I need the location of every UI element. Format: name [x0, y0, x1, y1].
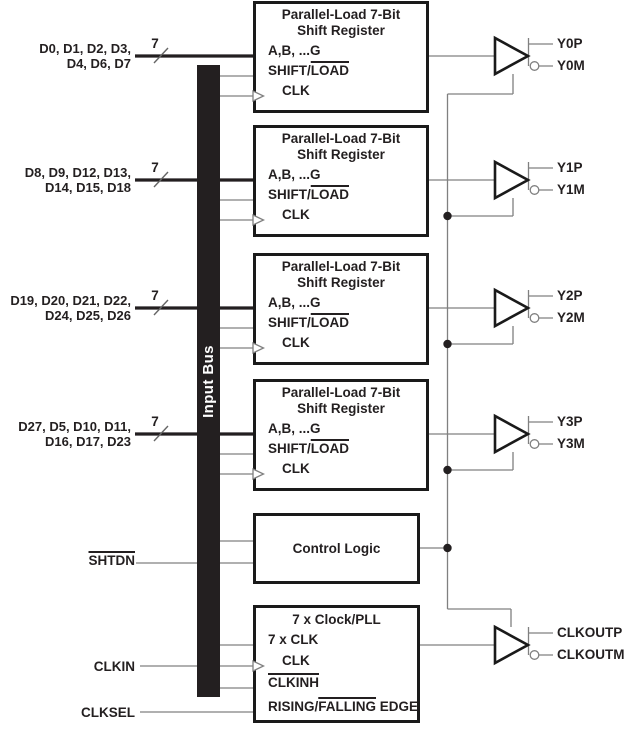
bus-width-marker-1: 7 — [151, 160, 159, 175]
output-label-clkoutp: CLKOUTP — [557, 625, 623, 640]
output-label-y3p: Y3P — [557, 414, 583, 429]
block-title-line1: Parallel-Load 7-Bit — [281, 7, 401, 22]
block-title: Parallel-Load 7-Bit Shift Register — [256, 259, 426, 291]
port-shift-load: SHIFT/LOAD — [268, 63, 349, 78]
load-label-overlined: LOAD — [310, 441, 349, 456]
input-label-line: D16, D17, D23 — [45, 434, 131, 449]
input-label-line: D24, D25, D26 — [45, 308, 131, 323]
port-shift-load: SHIFT/LOAD — [268, 187, 349, 202]
clock-pll-block: 7 x Clock/PLL 7 x CLK CLK CLKINH RISING/… — [253, 605, 420, 723]
shift-label: SHIFT/ — [268, 63, 311, 78]
port-clkinh-overlined: CLKINH — [268, 675, 319, 690]
rising-label: RISING/ — [268, 699, 319, 714]
port-clk: CLK — [282, 461, 310, 476]
block-title-line1: Parallel-Load 7-Bit — [281, 131, 401, 146]
block-title-line2: Shift Register — [297, 275, 385, 290]
port-shift-load: SHIFT/LOAD — [268, 315, 349, 330]
buffer-y2-icon — [493, 287, 531, 329]
bus-width-marker-2: 7 — [151, 288, 159, 303]
clkin-input-label: CLKIN — [93, 659, 135, 674]
edge-label: EDGE — [376, 699, 419, 714]
block-title-line1: Parallel-Load 7-Bit — [281, 385, 401, 400]
enable-rail — [420, 74, 514, 627]
input-label-group-3: D27, D5, D10, D11, D16, D17, D23 — [0, 419, 131, 449]
input-label-line: D19, D20, D21, D22, — [10, 293, 131, 308]
block-title-line2: Shift Register — [297, 401, 385, 416]
block-title: Parallel-Load 7-Bit Shift Register — [256, 131, 426, 163]
input-label-group-0: D0, D1, D2, D3, D4, D6, D7 — [0, 41, 131, 71]
input-bus-label: Input Bus — [200, 344, 218, 418]
output-label-y0m: Y0M — [557, 58, 585, 73]
input-label-group-1: D8, D9, D12, D13, D14, D15, D18 — [0, 165, 131, 195]
input-bus-label-wrap: Input Bus — [197, 65, 220, 697]
port-7xclk: 7 x CLK — [268, 632, 319, 647]
block-title: Parallel-Load 7-Bit Shift Register — [256, 385, 426, 417]
port-clk: CLK — [282, 207, 310, 222]
buffer-input-wires — [420, 55, 495, 646]
shtdn-input-label: SHTDN — [40, 553, 136, 568]
shift-register-block-0: Parallel-Load 7-Bit Shift Register A,B, … — [253, 1, 429, 113]
input-label-line: D0, D1, D2, D3, — [39, 41, 131, 56]
load-label-overlined: LOAD — [310, 63, 349, 78]
port-parallel-data: A,B, ...G — [268, 167, 321, 182]
block-title-line1: Parallel-Load 7-Bit — [281, 259, 401, 274]
port-clk: CLK — [282, 335, 310, 350]
shift-register-block-1: Parallel-Load 7-Bit Shift Register A,B, … — [253, 125, 429, 237]
output-label-y0p: Y0P — [557, 36, 583, 51]
output-label-y1p: Y1P — [557, 160, 583, 175]
control-logic-title: Control Logic — [292, 541, 381, 556]
junction-dots — [443, 211, 452, 553]
port-parallel-data: A,B, ...G — [268, 295, 321, 310]
buffer-clkout-icon — [493, 624, 531, 666]
shtdn-label-overlined: SHTDN — [88, 553, 136, 568]
port-shift-load: SHIFT/LOAD — [268, 441, 349, 456]
output-label-y1m: Y1M — [557, 182, 585, 197]
input-label-line: D14, D15, D18 — [45, 180, 131, 195]
clock-pll-title: 7 x Clock/PLL — [292, 612, 381, 627]
load-label-overlined: LOAD — [310, 187, 349, 202]
block-title: Parallel-Load 7-Bit Shift Register — [256, 7, 426, 39]
parallel-input-wires — [135, 54, 253, 436]
buffer-y3-icon — [493, 413, 531, 455]
port-parallel-data: A,B, ...G — [268, 421, 321, 436]
block-title-line2: Shift Register — [297, 147, 385, 162]
input-label-group-2: D19, D20, D21, D22, D24, D25, D26 — [0, 293, 131, 323]
input-label-line: D8, D9, D12, D13, — [24, 165, 131, 180]
input-label-line: D27, D5, D10, D11, — [18, 419, 131, 434]
shift-register-block-3: Parallel-Load 7-Bit Shift Register A,B, … — [253, 379, 429, 491]
output-label-y2m: Y2M — [557, 310, 585, 325]
output-buffer-icons — [493, 35, 531, 666]
port-clk: CLK — [282, 653, 310, 668]
bus-width-marker-3: 7 — [151, 414, 159, 429]
output-label-clkoutm: CLKOUTM — [557, 647, 625, 662]
shift-label: SHIFT/ — [268, 441, 311, 456]
port-rising-falling-edge: RISING/FALLING EDGE — [268, 699, 418, 714]
shift-register-block-2: Parallel-Load 7-Bit Shift Register A,B, … — [253, 253, 429, 365]
load-label-overlined: LOAD — [310, 315, 349, 330]
falling-label-overlined: FALLING — [318, 699, 377, 714]
shift-label: SHIFT/ — [268, 187, 311, 202]
buffer-y0-icon — [493, 35, 531, 77]
block-title-line2: Shift Register — [297, 23, 385, 38]
bus-width-marker-0: 7 — [151, 36, 159, 51]
shift-label: SHIFT/ — [268, 315, 311, 330]
clksel-input-label: CLKSEL — [81, 705, 135, 720]
port-parallel-data: A,B, ...G — [268, 43, 321, 58]
inverter-bubble-icons — [529, 61, 540, 660]
port-clk: CLK — [282, 83, 310, 98]
buffer-y1-icon — [493, 159, 531, 201]
buffer-output-wires — [527, 38, 553, 656]
control-logic-block: Control Logic — [253, 513, 420, 584]
input-label-line: D4, D6, D7 — [66, 56, 131, 71]
output-label-y3m: Y3M — [557, 436, 585, 451]
bus-width-slashes — [153, 47, 169, 442]
output-label-y2p: Y2P — [557, 288, 583, 303]
